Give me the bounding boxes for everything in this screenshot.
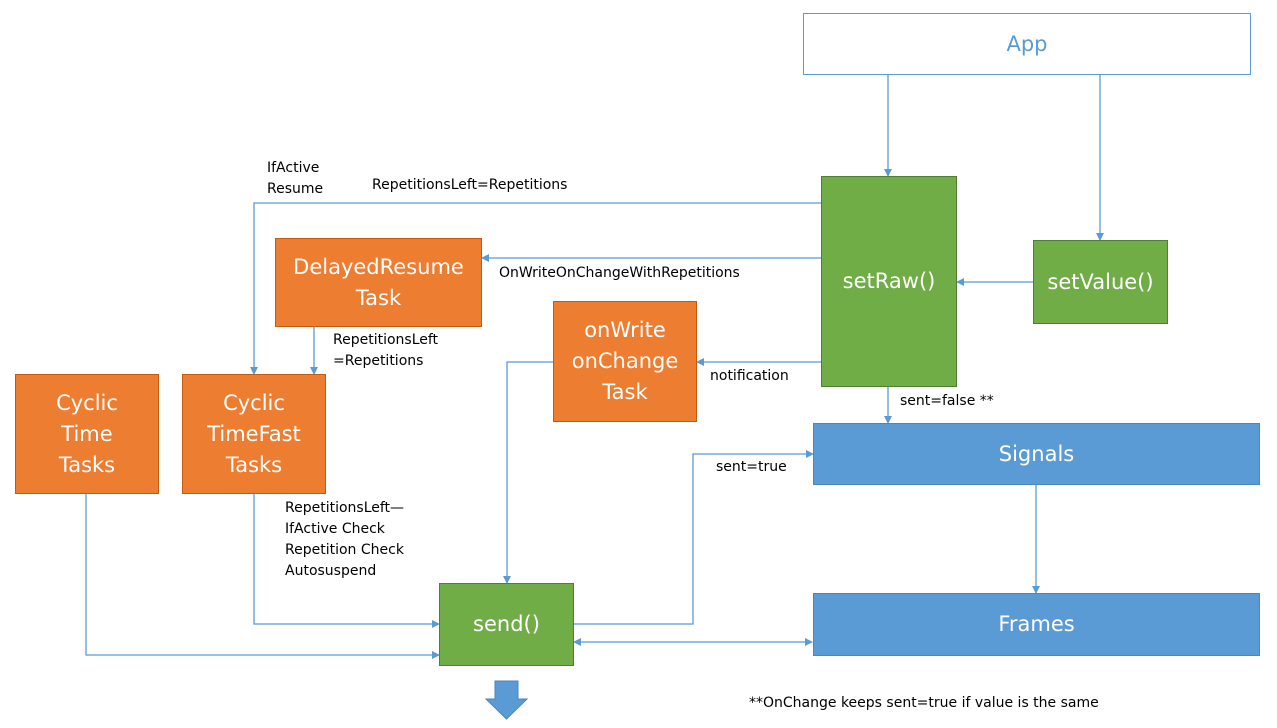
label-sent-false: sent=false **: [900, 393, 994, 409]
app-box: App: [803, 13, 1251, 75]
edge-cyclic-time-to-send: [85, 493, 440, 659]
label-repetitions-left-top: RepetitionsLeft=Repetitions: [372, 177, 568, 193]
down-arrow-icon: [484, 680, 529, 720]
edge-cyclic-fast-to-send: [253, 493, 440, 628]
frames-box: Frames: [813, 593, 1260, 656]
label-notification: notification: [710, 368, 789, 384]
cyclic-timefast-tasks-box: Cyclic TimeFast Tasks: [182, 374, 326, 494]
onwrite-onchange-task-box: onWrite onChange Task: [553, 301, 697, 422]
send-box: send(): [439, 583, 574, 666]
label-repetitions-left-mid: RepetitionsLeft =Repetitions: [333, 332, 439, 369]
label-ifactive-resume: IfActive Resume: [267, 160, 324, 197]
edge-setraw-to-cyclic-fast: [250, 202, 821, 375]
label-onwrite-onchange-with-repetitions: OnWriteOnChangeWithRepetitions: [499, 265, 740, 281]
signals-box: Signals: [813, 423, 1260, 485]
cyclic-time-tasks-box: Cyclic Time Tasks: [15, 374, 159, 494]
setraw-box: setRaw(): [821, 176, 957, 387]
label-checks: RepetitionsLeft— IfActive Check Repetiti…: [285, 500, 405, 579]
label-sent-true: sent=true: [716, 459, 787, 475]
edge-onwrite-to-send: [503, 361, 553, 584]
edge-send-to-signals: [574, 450, 814, 625]
footnote: **OnChange keeps sent=true if value is t…: [749, 695, 1099, 711]
delayed-resume-task-box: DelayedResume Task: [275, 238, 482, 327]
setvalue-box: setValue(): [1033, 240, 1168, 324]
